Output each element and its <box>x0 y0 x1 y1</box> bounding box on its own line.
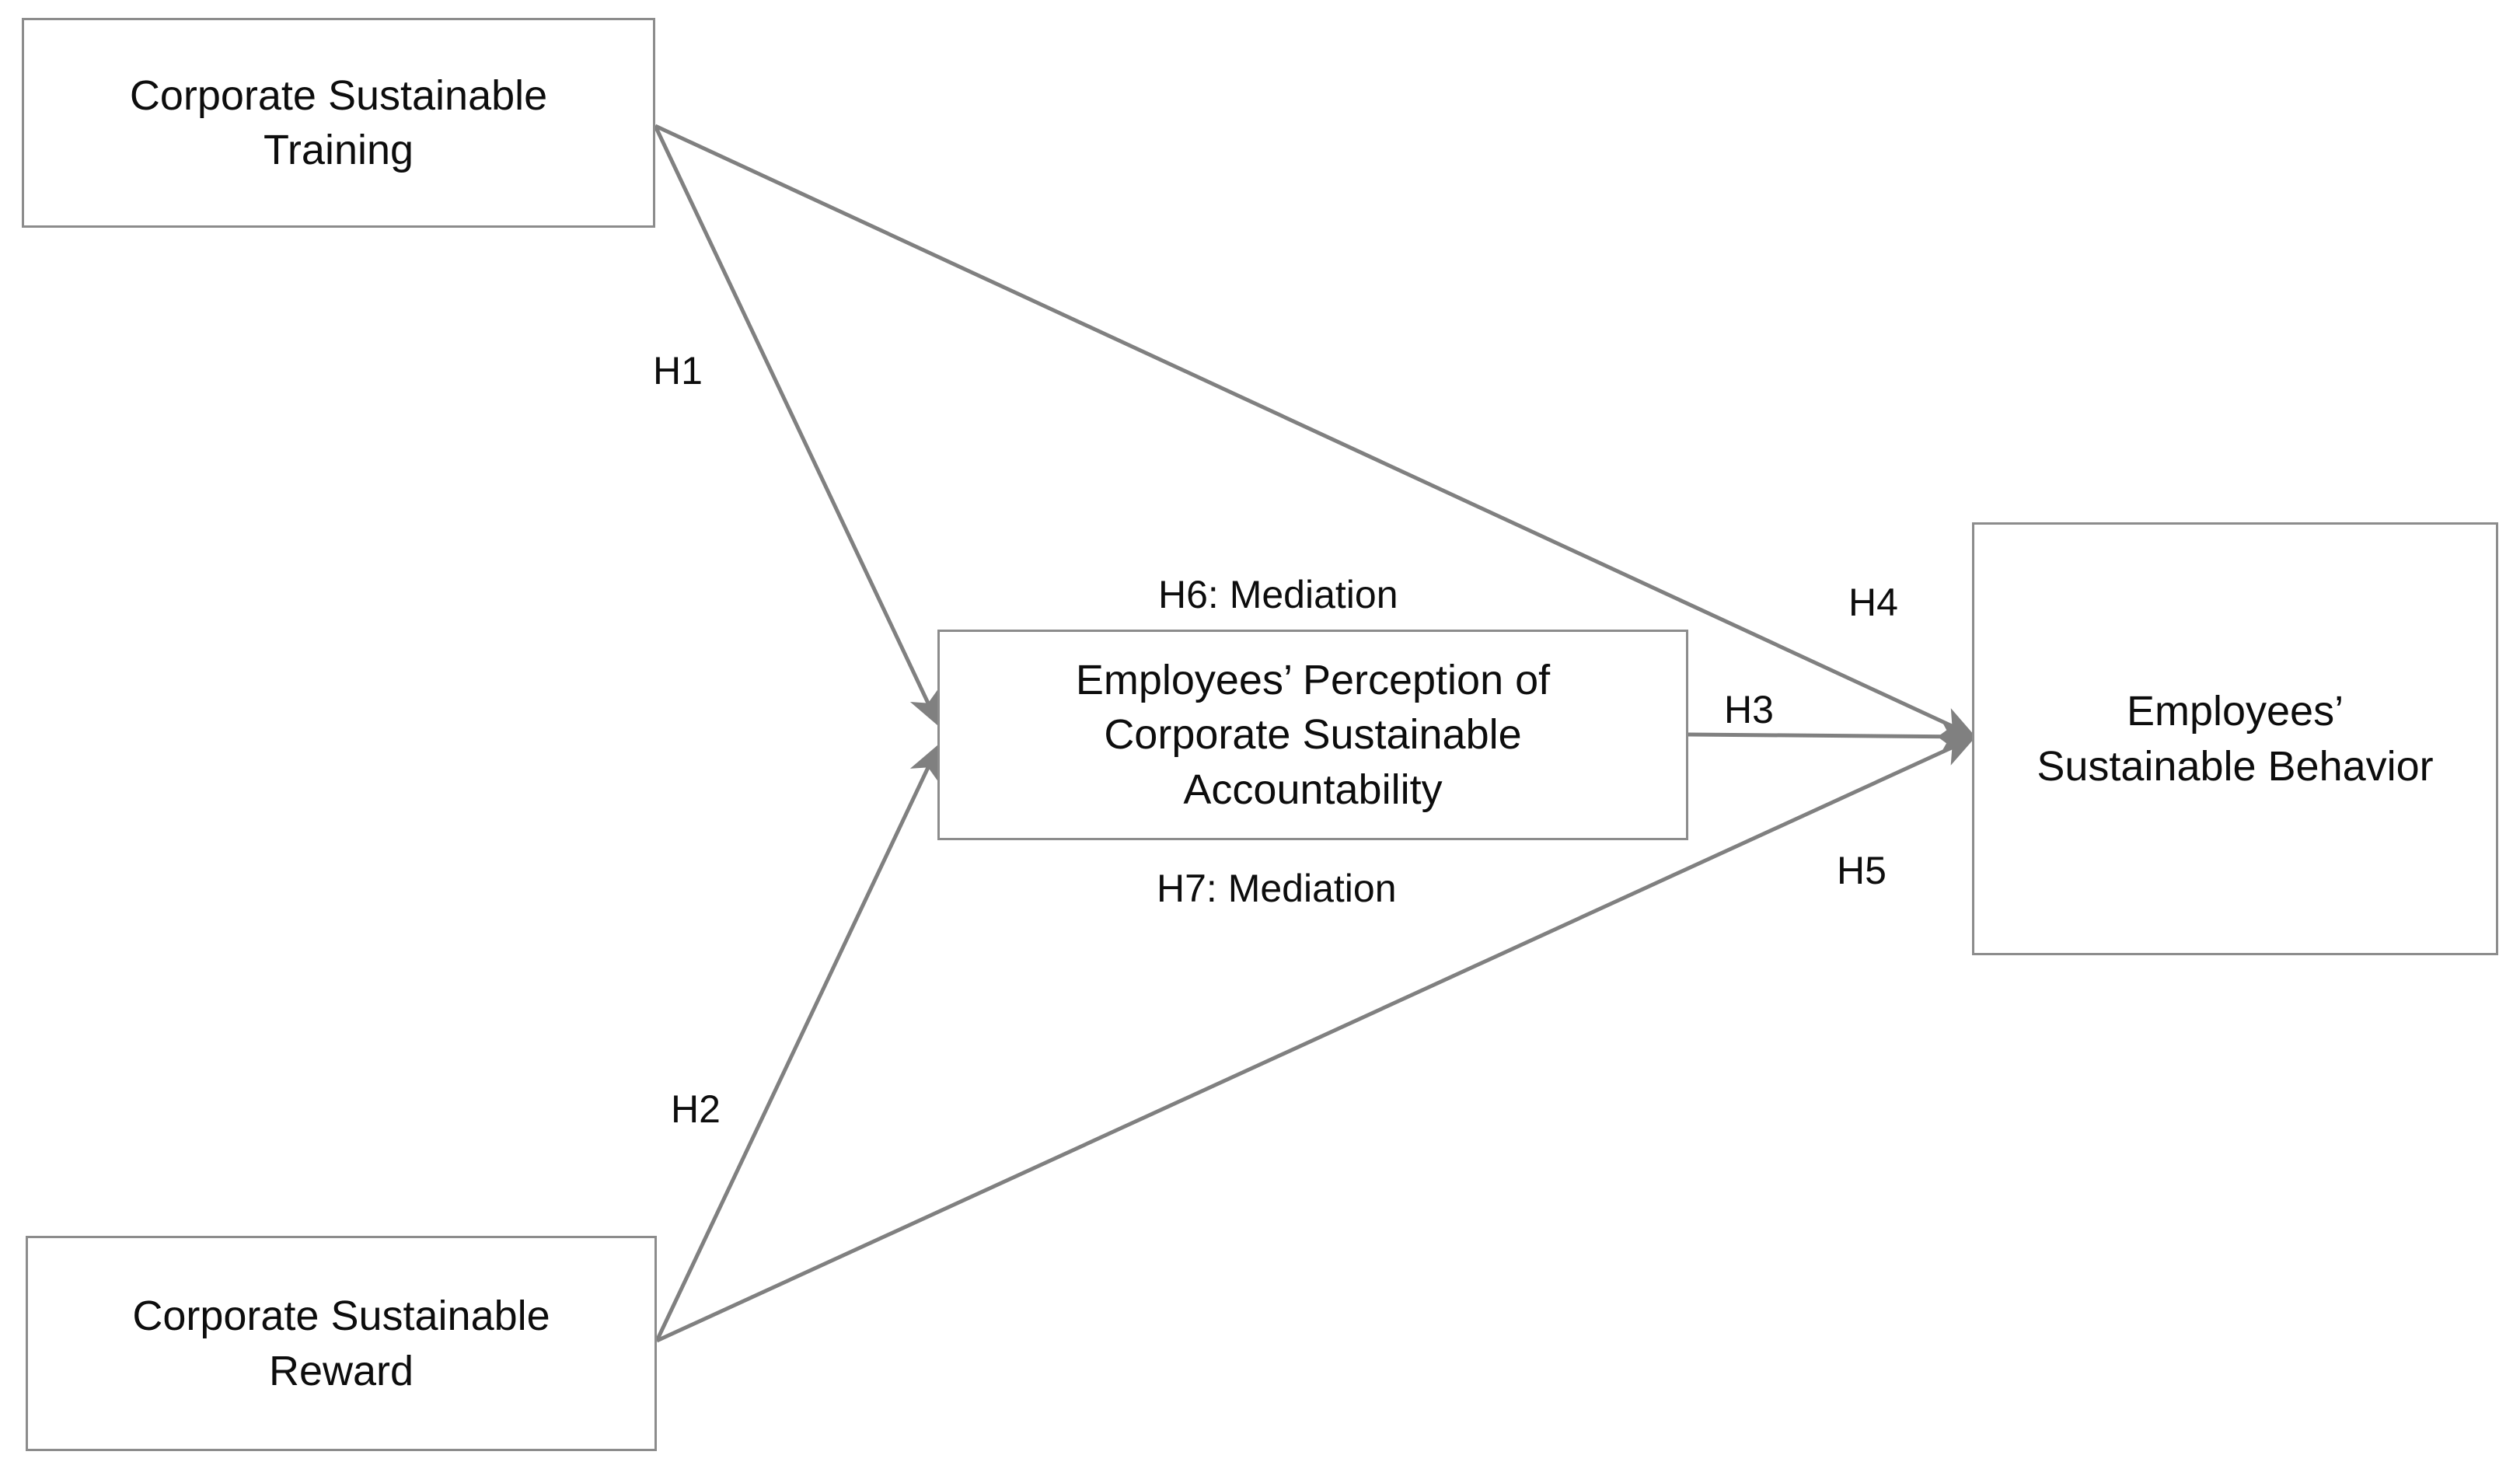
edge-label-h5: H5 <box>1837 849 1887 892</box>
edge-label-h6-mediation: H6: Mediation <box>1158 573 1398 616</box>
node-label: Employees’ Sustainable Behavior <box>2037 688 2434 790</box>
edge-label-h7-mediation: H7: Mediation <box>1157 867 1397 910</box>
edge-h3 <box>1688 721 1977 752</box>
node-employees-sustainable-behavior[interactable]: Employees’ Sustainable Behavior <box>1972 522 2498 955</box>
edge-label-h2: H2 <box>671 1087 721 1131</box>
node-label: Corporate Sustainable Training <box>129 72 548 173</box>
node-label: Corporate Sustainable Reward <box>132 1293 550 1394</box>
edge-h2 <box>654 743 940 1342</box>
edge-label-h1: H1 <box>653 349 703 393</box>
edge-h4 <box>654 124 1977 738</box>
node-employees-perception-of-corporate-sustainable-accountability[interactable]: Employees’ Perception of Corporate Susta… <box>937 630 1688 840</box>
edge-h5 <box>655 736 1977 1343</box>
node-label: Employees’ Perception of Corporate Susta… <box>1075 657 1551 813</box>
edge-label-h4: H4 <box>1848 581 1898 624</box>
node-corporate-sustainable-training[interactable]: Corporate Sustainable Training <box>22 18 655 228</box>
edge-label-h3: H3 <box>1724 688 1774 731</box>
edge-h1 <box>653 124 940 728</box>
node-corporate-sustainable-reward[interactable]: Corporate Sustainable Reward <box>26 1236 657 1451</box>
